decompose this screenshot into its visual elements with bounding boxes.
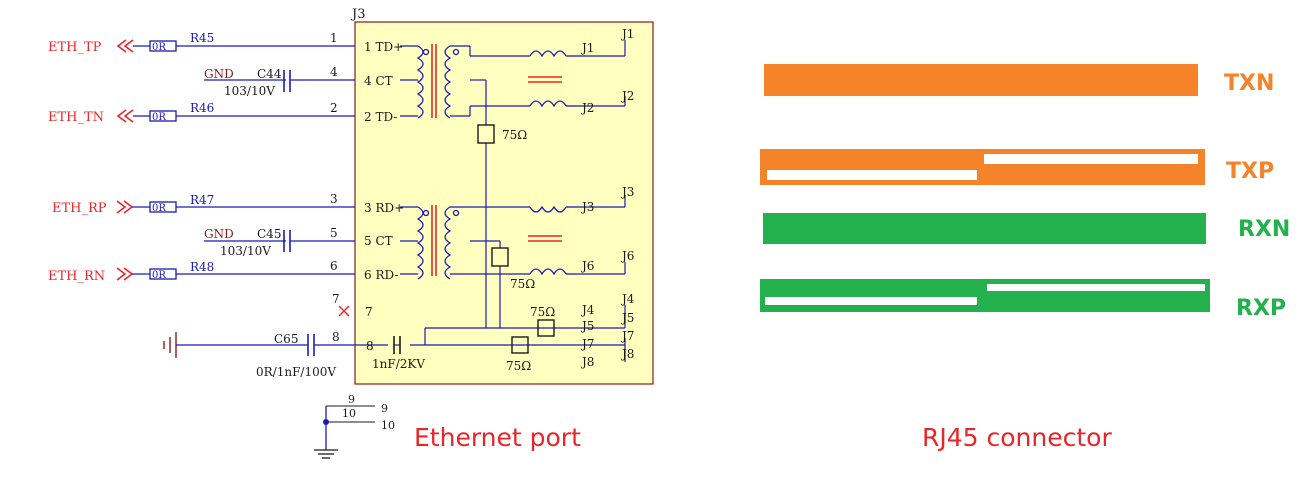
pin-label-j4-outer: J4 [620, 292, 635, 306]
pin-label-j1-outer: J1 [620, 27, 634, 41]
pin-label-ct-rx: 5 CT [364, 234, 393, 248]
pin-label-j6-outer: J6 [620, 249, 634, 263]
wire-rxp-stripe-bottom [765, 297, 977, 305]
capacitor-hv-value: 1nF/2KV [372, 357, 425, 371]
pin-number-7-outer: 7 [332, 292, 340, 306]
pin-number-10-inner: 10 [381, 419, 395, 432]
pin-number-8-outer: 8 [332, 330, 340, 344]
wire-txp-stripe-bottom [767, 170, 977, 180]
wire-rxp-stripe-top [987, 284, 1205, 291]
net-eth-rn: ETH_RN [48, 269, 105, 284]
pin-label-j5-inner: J5 [580, 319, 594, 333]
pin-label-j6-inner: J6 [580, 259, 594, 273]
choke-tx [529, 50, 575, 108]
pin-label-td-plus: 1 TD+ [364, 40, 403, 54]
pin-label-rd-plus: 3 RD+ [364, 201, 404, 215]
ground-icon [314, 449, 338, 459]
net-eth-tp: ETH_TP [48, 40, 102, 55]
capacitor-c45-value: 103/10V [220, 244, 271, 258]
termination-1-value: 75Ω [502, 128, 527, 142]
junction-dot [323, 419, 329, 425]
termination-2-value: 75Ω [510, 277, 535, 291]
capacitor-c44-value: 103/10V [224, 84, 275, 98]
resistor-r48-ref: R48 [190, 260, 214, 274]
pin-number-9-inner: 9 [381, 402, 388, 415]
pin-number-5: 5 [330, 226, 338, 240]
termination-resistor-4 [511, 336, 529, 354]
resistor-r47-ref: R47 [190, 193, 214, 207]
pin-number-8-inner: 8 [366, 339, 374, 353]
pin-label-ct-tx: 4 CT [364, 74, 393, 88]
pin-label-j8-outer: J8 [620, 347, 634, 361]
caption-rj45-connector: RJ45 connector [922, 423, 1112, 452]
capacitor-c45-ref: C45 [257, 227, 281, 241]
termination-resistor-1 [477, 124, 495, 144]
pin-label-j3-inner: J3 [580, 200, 594, 214]
wire-rxp [760, 279, 1210, 312]
arrow-left-icon [116, 109, 134, 123]
capacitor-c44-ref: C44 [257, 67, 282, 81]
wire-label-rxn: RXN [1238, 217, 1290, 242]
net-eth-tn: ETH_TN [48, 110, 104, 125]
pin-label-j7-inner: J7 [580, 337, 594, 351]
wire-txp-stripe-top [984, 154, 1198, 164]
arrow-left-icon [116, 39, 134, 53]
pin-label-j1-inner: J1 [580, 41, 594, 55]
pin-number-10-outer: 10 [342, 407, 356, 420]
termination-resistor-2 [491, 247, 509, 267]
pin-number-4: 4 [330, 65, 338, 79]
resistor-r45-value: 0R [152, 42, 166, 53]
no-connect-icon [338, 305, 350, 317]
pin-label-j5-outer: J5 [620, 311, 634, 325]
pin-label-j2-inner: J2 [580, 101, 594, 115]
resistor-r46-ref: R46 [190, 101, 214, 115]
transformer-tx [416, 45, 460, 119]
termination-resistor-3 [537, 319, 555, 337]
net-eth-rp: ETH_RP [52, 201, 107, 216]
connector-body [354, 21, 654, 385]
pin-number-2: 2 [330, 101, 338, 115]
pin-label-j3-outer: J3 [620, 185, 634, 199]
wire-label-rxp: RXP [1236, 296, 1286, 321]
capacitor-c65-value: 0R/1nF/100V [256, 365, 336, 379]
wire-label-txp: TXP [1226, 159, 1274, 184]
designator-label: J3 [350, 7, 365, 22]
rj45-wires: TXN TXP RXN RXP RJ45 connector [760, 64, 1290, 452]
caption-ethernet-port: Ethernet port [414, 423, 581, 452]
capacitor-c65-ref: C65 [274, 332, 298, 346]
termination-3-value: 75Ω [530, 305, 555, 319]
pin-number-6: 6 [330, 259, 338, 273]
pin-label-rd-minus: 6 RD- [364, 268, 398, 282]
pin-number-9-outer: 9 [348, 393, 355, 406]
wire-label-txn: TXN [1224, 71, 1274, 96]
pin-label-j8-inner: J8 [580, 355, 594, 369]
choke-rx [529, 205, 575, 276]
pin-number-7-inner: 7 [365, 305, 373, 319]
gnd-label-1: GND [204, 67, 234, 81]
resistor-r47-value: 0R [152, 203, 166, 214]
pin-label-td-minus: 2 TD- [364, 110, 397, 124]
pin-number-1: 1 [330, 31, 338, 45]
resistor-r45-ref: R45 [190, 31, 214, 45]
gnd-label-2: GND [204, 227, 234, 241]
resistor-r46-value: 0R [152, 112, 166, 123]
wire-txn [764, 64, 1198, 96]
transformer-rx [416, 206, 460, 280]
schematic: J3 ETH_TP 0R R45 1 GND C44 103/10V 4 ETH… [18, 0, 688, 465]
pin-label-j4-inner: J4 [580, 303, 595, 317]
pin-label-j2-outer: J2 [620, 89, 634, 103]
internal-wiring [355, 40, 626, 362]
pin-label-j7-outer: J7 [620, 329, 634, 343]
resistor-r48-value: 0R [152, 270, 166, 281]
pin-number-3: 3 [330, 192, 338, 206]
termination-4-value: 75Ω [506, 359, 531, 373]
wire-rxn [763, 213, 1206, 244]
